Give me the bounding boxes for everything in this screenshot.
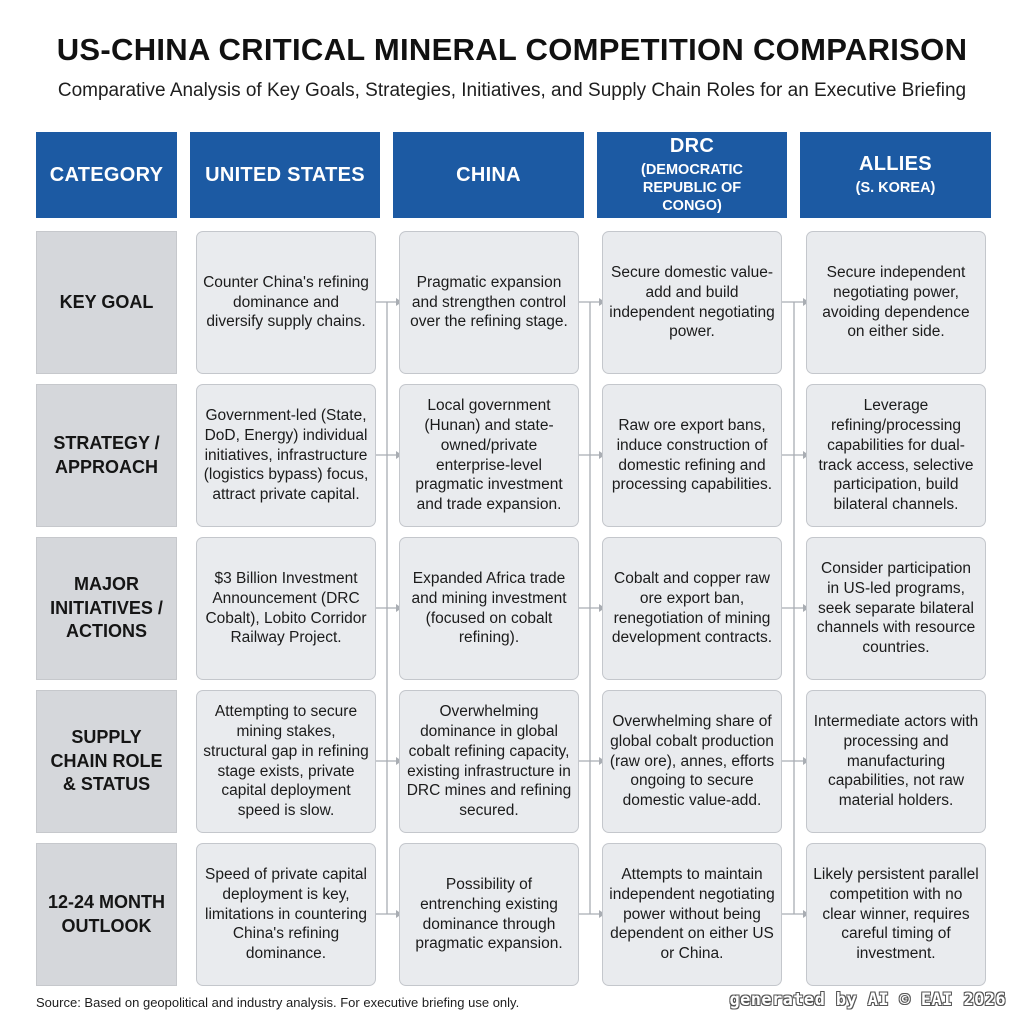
category-strategy-approach: STRATEGY / APPROACH bbox=[36, 384, 177, 527]
header-china: CHINA bbox=[393, 132, 584, 218]
cell-allies-supply-chain: Intermediate actors with processing and … bbox=[806, 690, 986, 833]
category-supply-chain-role: SUPPLY CHAIN ROLE & STATUS bbox=[36, 690, 177, 833]
cell-us-strategy: Government-led (State, DoD, Energy) indi… bbox=[196, 384, 376, 527]
category-key-goal: KEY GOAL bbox=[36, 231, 177, 374]
category-outlook: 12-24 MONTH OUTLOOK bbox=[36, 843, 177, 986]
cell-china-key-goal: Pragmatic expansion and strengthen contr… bbox=[399, 231, 579, 374]
generated-watermark: generated by AI © EAI 2026 bbox=[729, 990, 1006, 1010]
header-china-label: CHINA bbox=[456, 163, 521, 186]
header-allies-sublabel: (S. KOREA) bbox=[855, 179, 936, 196]
header-drc-sublabel: (DEMOCRATIC REPUBLIC OF CONGO) bbox=[640, 161, 744, 215]
page-title: US-CHINA CRITICAL MINERAL COMPETITION CO… bbox=[56, 32, 968, 67]
page-subtitle: Comparative Analysis of Key Goals, Strat… bbox=[57, 80, 967, 101]
cell-allies-outlook: Likely persistent parallel competition w… bbox=[806, 843, 986, 986]
header-united-states-label: UNITED STATES bbox=[205, 163, 365, 186]
source-note: Source: Based on geopolitical and indust… bbox=[36, 995, 520, 1010]
cell-us-initiatives: $3 Billion Investment Announcement (DRC … bbox=[196, 537, 376, 680]
cell-us-supply-chain: Attempting to secure mining stakes, stru… bbox=[196, 690, 376, 833]
cell-us-outlook: Speed of private capital deployment is k… bbox=[196, 843, 376, 986]
cell-china-initiatives: Expanded Africa trade and mining investm… bbox=[399, 537, 579, 680]
header-united-states: UNITED STATES bbox=[190, 132, 380, 218]
cell-allies-initiatives: Consider participation in US-led program… bbox=[806, 537, 986, 680]
cell-drc-initiatives: Cobalt and copper raw ore export ban, re… bbox=[602, 537, 782, 680]
cell-drc-strategy: Raw ore export bans, induce construction… bbox=[602, 384, 782, 527]
header-allies: ALLIES (S. KOREA) bbox=[800, 132, 991, 218]
header-allies-label: ALLIES bbox=[859, 152, 932, 175]
header-drc: DRC (DEMOCRATIC REPUBLIC OF CONGO) bbox=[597, 132, 787, 218]
cell-china-strategy: Local government (Hunan) and state-owned… bbox=[399, 384, 579, 527]
cell-us-key-goal: Counter China's refining dominance and d… bbox=[196, 231, 376, 374]
cell-china-supply-chain: Overwhelming dominance in global cobalt … bbox=[399, 690, 579, 833]
cell-china-outlook: Possibility of entrenching existing domi… bbox=[399, 843, 579, 986]
cell-allies-strategy: Leverage refining/processing capabilitie… bbox=[806, 384, 986, 527]
header-category-label: CATEGORY bbox=[49, 163, 164, 186]
cell-drc-key-goal: Secure domestic value-add and build inde… bbox=[602, 231, 782, 374]
category-major-initiatives: MAJOR INITIATIVES / ACTIONS bbox=[36, 537, 177, 680]
cell-allies-key-goal: Secure independent negotiating power, av… bbox=[806, 231, 986, 374]
header-drc-label: DRC bbox=[669, 134, 715, 157]
cell-drc-outlook: Attempts to maintain independent negotia… bbox=[602, 843, 782, 986]
header-category: CATEGORY bbox=[36, 132, 177, 218]
cell-drc-supply-chain: Overwhelming share of global cobalt prod… bbox=[602, 690, 782, 833]
